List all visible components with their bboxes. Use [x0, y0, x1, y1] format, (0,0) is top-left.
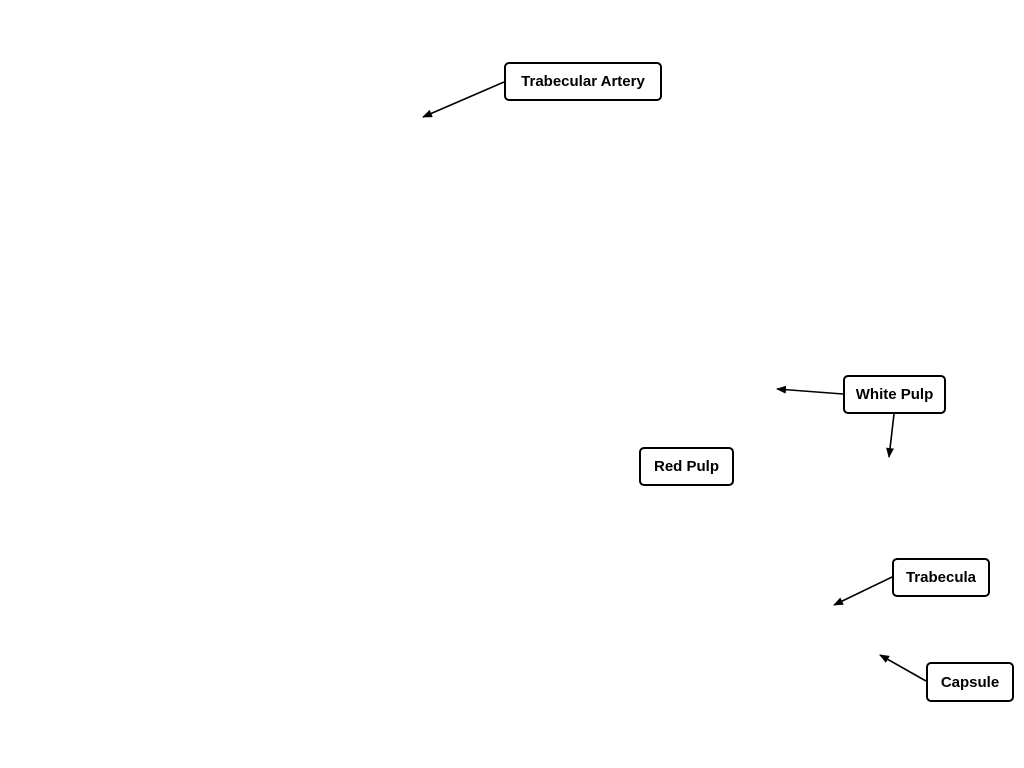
label-trabecular-artery: Trabecular Artery — [504, 62, 662, 101]
label-white-pulp: White Pulp — [843, 375, 946, 414]
label-red-pulp: Red Pulp — [639, 447, 734, 486]
arrow-white-pulp-left — [776, 385, 844, 395]
arrow-capsule — [879, 654, 927, 682]
arrow-trabecular-artery — [422, 81, 505, 118]
label-trabecula: Trabecula — [892, 558, 990, 597]
arrow-trabecula — [833, 576, 893, 606]
arrow-white-pulp-down — [886, 413, 895, 458]
label-capsule: Capsule — [926, 662, 1014, 702]
